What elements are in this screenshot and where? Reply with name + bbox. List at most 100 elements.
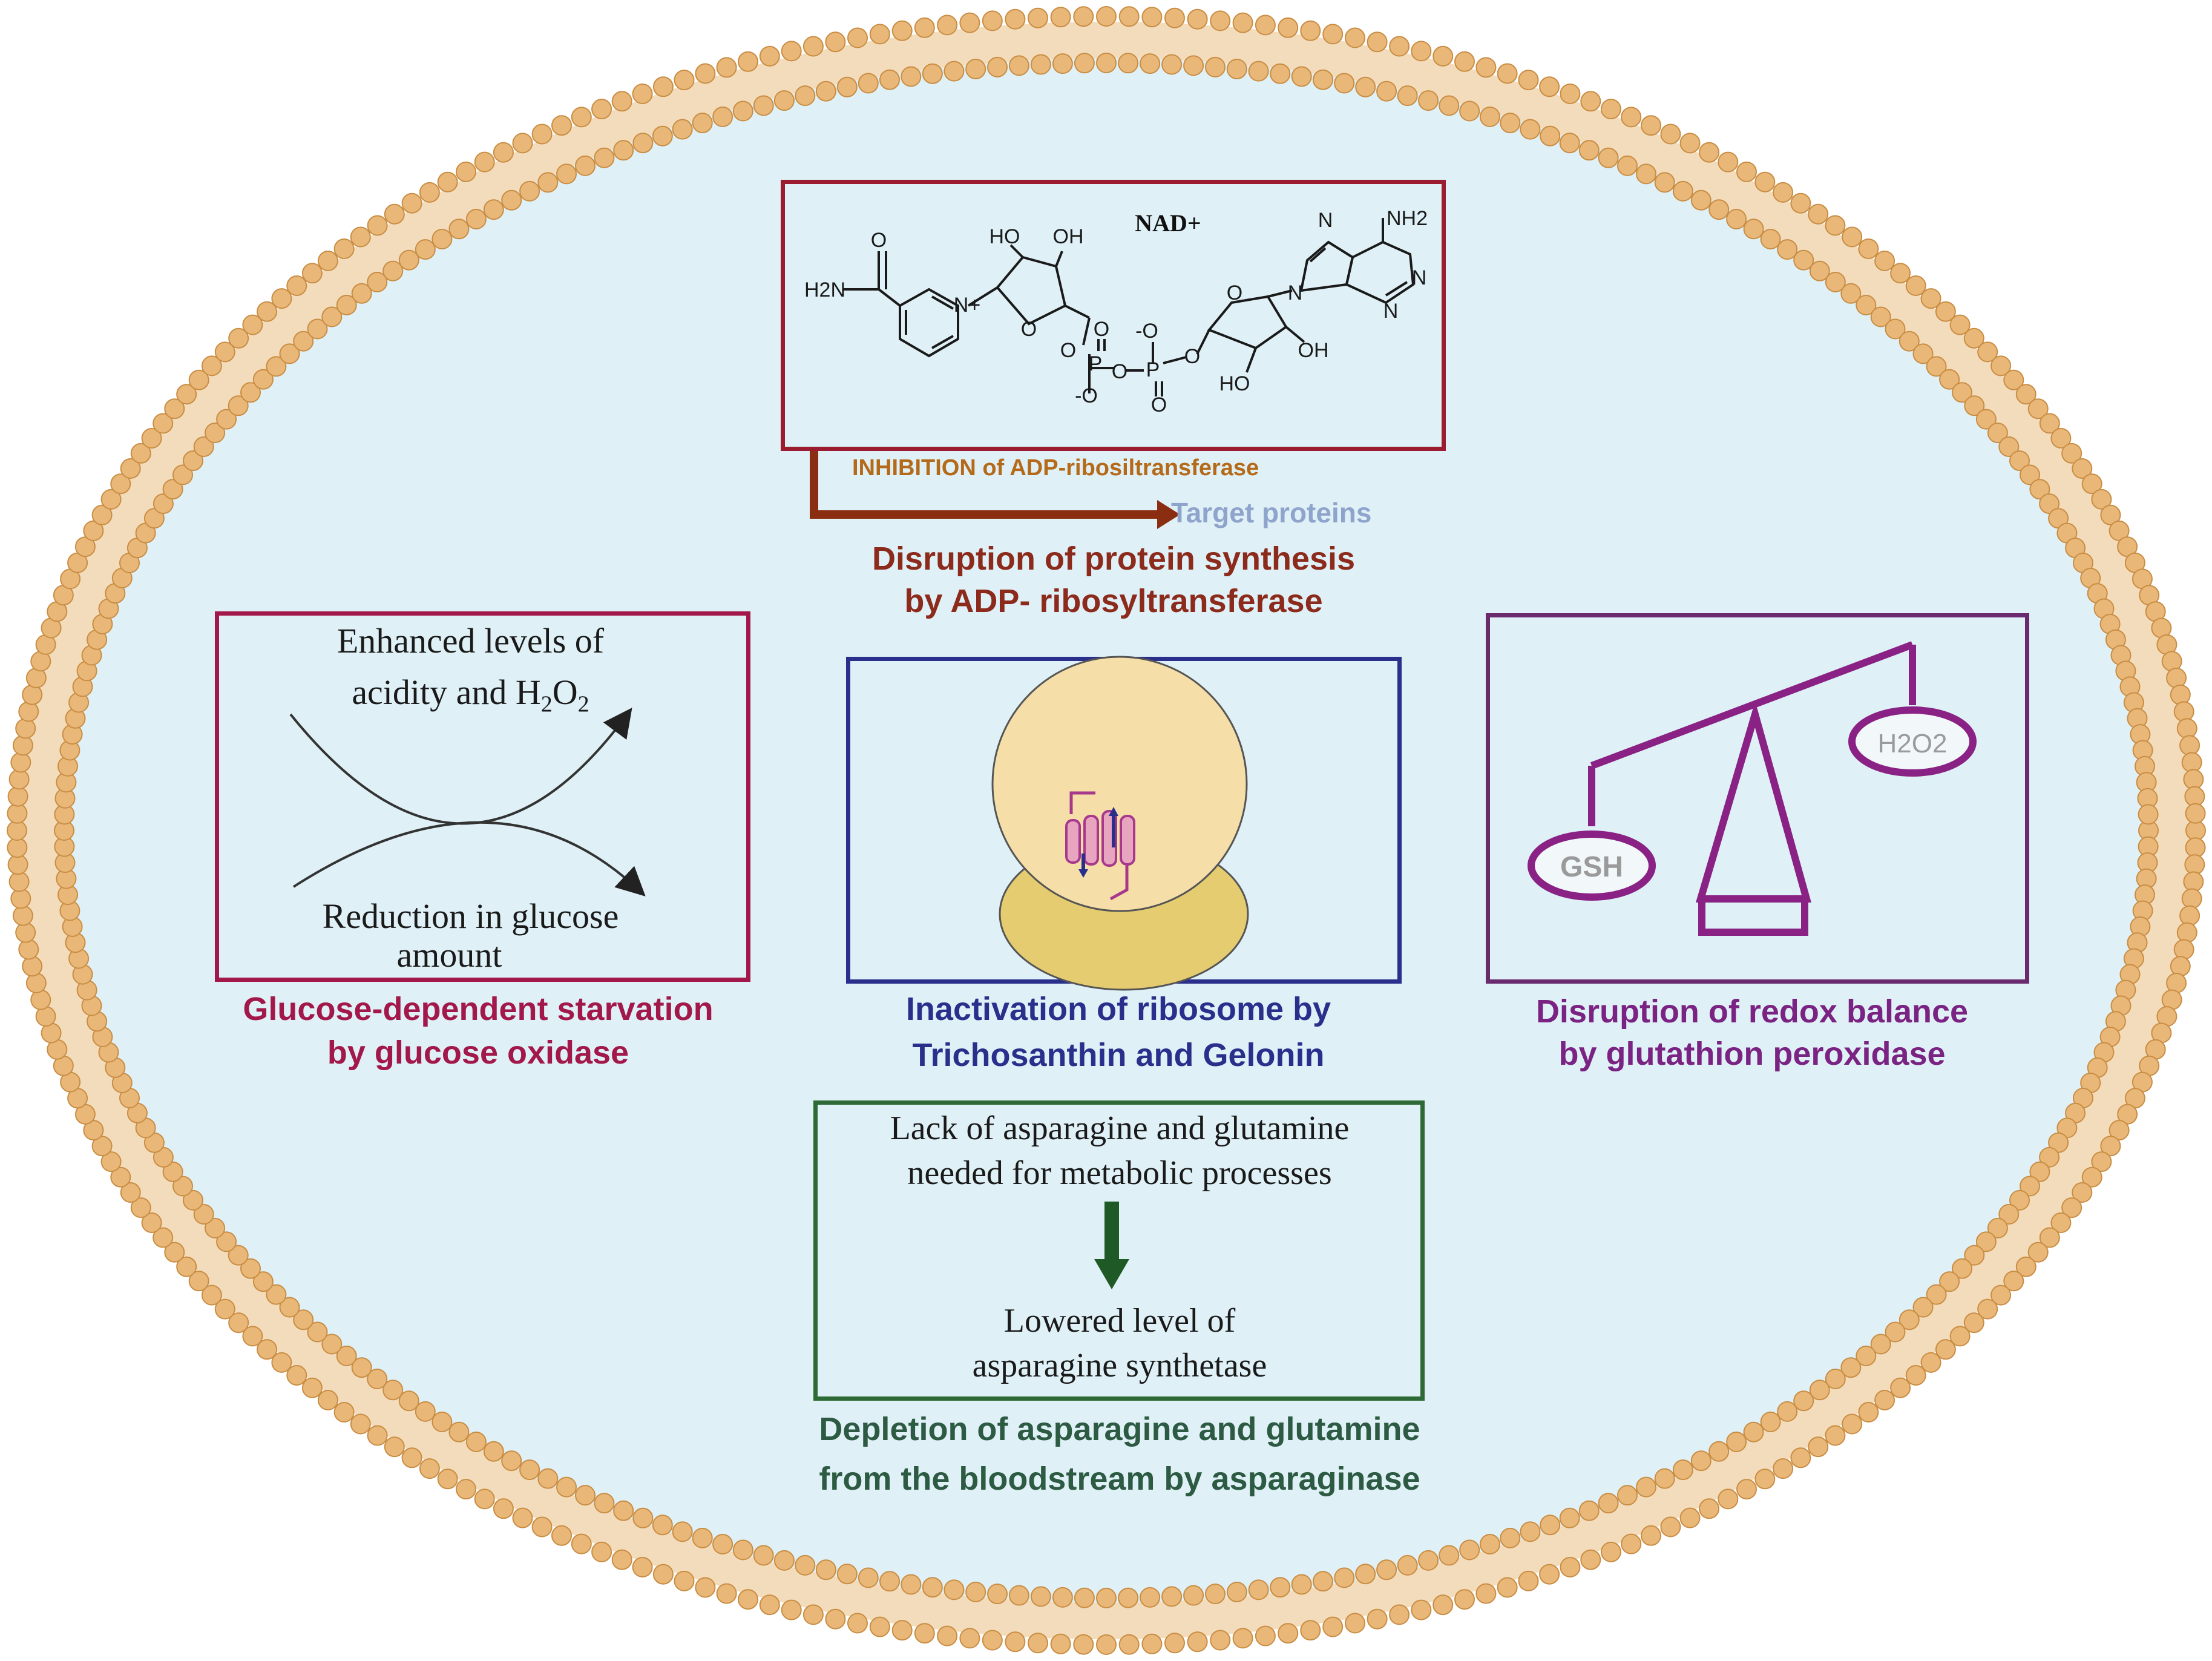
membrane-lipid-head <box>1005 8 1026 30</box>
membrane-lipid-head <box>2138 804 2159 825</box>
membrane-lipid-head <box>613 1500 634 1521</box>
membrane-lipid-head <box>1291 1574 1312 1595</box>
membrane-lipid-head <box>1030 1586 1051 1607</box>
membrane-lipid-head <box>1205 56 1226 77</box>
membrane-lipid-head <box>944 61 965 82</box>
membrane-lipid-head <box>632 1557 653 1577</box>
membrane-lipid-head <box>1367 31 1388 53</box>
asparaginase-caption-line2: from the bloodstream by asparaginase <box>819 1461 1420 1497</box>
membrane-lipid-head <box>1210 10 1231 31</box>
membrane-lipid-head <box>2081 1166 2102 1188</box>
membrane-lipid-head <box>1858 1402 1879 1423</box>
membrane-lipid-head <box>1743 1421 1764 1442</box>
membrane-lipid-head <box>1963 1312 1984 1334</box>
membrane-lipid-head <box>1161 54 1183 75</box>
membrane-lipid-head <box>891 1620 913 1641</box>
membrane-lipid-head <box>1539 1564 1560 1585</box>
membrane-lipid-head <box>141 1212 162 1233</box>
glucose-bottom-line1: Reduction in glucose <box>322 896 619 936</box>
membrane-lipid-head <box>858 1567 879 1588</box>
membrane-lipid-head <box>1270 1577 1291 1598</box>
membrane-lipid-head <box>695 1577 716 1598</box>
membrane-lipid-head <box>1073 6 1094 27</box>
membrane-lipid-head <box>1793 249 1814 271</box>
membrane-lipid-head <box>2166 668 2187 688</box>
ribosome-caption-line2: Trichosanthin and Gelonin <box>912 1037 1325 1073</box>
membrane-lipid-head <box>1939 369 1960 390</box>
membrane-lipid-head <box>2029 1161 2050 1182</box>
membrane-lipid-head <box>1074 53 1095 74</box>
membrane-lipid-head <box>773 1550 795 1571</box>
membrane-lipid-head <box>1870 306 1891 327</box>
membrane-lipid-head <box>1248 61 1269 82</box>
membrane-lipid-head <box>1210 1630 1231 1651</box>
glucose-top-line2-wrap: acidity and H2O2 <box>275 672 666 718</box>
membrane-lipid-head <box>1096 1634 1117 1655</box>
membrane-lipid-head <box>1248 1579 1269 1600</box>
membrane-lipid-head <box>531 123 553 145</box>
membrane-lipid-head <box>1497 63 1518 84</box>
membrane-lipid-head <box>1699 142 1720 163</box>
membrane-lipid-head <box>1118 1634 1140 1655</box>
membrane-lipid-head <box>448 219 470 240</box>
membrane-lipid-head <box>415 239 436 260</box>
membrane-lipid-head <box>901 1574 922 1595</box>
membrane-lipid-head <box>1520 119 1541 140</box>
membrane-lipid-head <box>1345 27 1365 48</box>
membrane-lipid-head <box>1073 1634 1094 1655</box>
membrane-lipid-head <box>193 1204 214 1225</box>
membrane-lipid-head <box>1580 1549 1601 1570</box>
membrane-lipid-head <box>1808 1436 1829 1458</box>
membrane-lipid-head <box>1226 59 1247 79</box>
membrane-lipid-head <box>1050 1633 1071 1654</box>
membrane-lipid-head <box>982 1630 1003 1651</box>
membrane-lipid-head <box>216 1231 237 1252</box>
membrane-lipid-head <box>1905 1365 1926 1386</box>
membrane-lipid-head <box>1376 81 1397 102</box>
membrane-lipid-head <box>228 1312 249 1334</box>
membrane-lipid-head <box>1743 219 1764 240</box>
membrane-lipid-head <box>22 684 43 705</box>
membrane-lipid-head <box>1825 1425 1846 1446</box>
membrane-lipid-head <box>1345 1613 1365 1634</box>
membrane-lipid-head <box>2173 939 2194 960</box>
membrane-lipid-head <box>815 81 836 102</box>
membrane-lipid-head <box>692 1527 713 1548</box>
membrane-lipid-head <box>15 718 36 739</box>
membrane-lipid-head <box>257 1339 278 1360</box>
membrane-lipid-head <box>716 1583 737 1604</box>
membrane-lipid-head <box>15 922 36 943</box>
membrane-lipid-head <box>795 85 816 107</box>
membrane-lipid-head <box>286 1365 307 1386</box>
membrane-lipid-head <box>1963 327 1984 349</box>
membrane-lipid-head <box>205 423 226 444</box>
membrane-lipid-head <box>1559 133 1580 154</box>
membrane-lipid-head <box>271 288 292 309</box>
membrane-lipid-head <box>1322 1616 1344 1637</box>
membrane-lipid-head <box>1654 172 1675 193</box>
membrane-lipid-head <box>7 837 28 858</box>
membrane-lipid-head <box>398 249 419 271</box>
membrane-lipid-head <box>1790 192 1811 214</box>
membrane-lipid-head <box>448 1421 470 1442</box>
membrane-lipid-head <box>22 956 43 977</box>
membrane-lipid-head <box>1964 395 1985 416</box>
membrane-lipid-head <box>384 1436 405 1458</box>
membrane-lipid-head <box>367 1369 388 1389</box>
membrane-lipid-head <box>632 133 654 154</box>
glucose-caption-line2: by glucose oxidase <box>327 1034 629 1071</box>
membrane-lipid-head <box>1278 1623 1299 1644</box>
membrane-lipid-head <box>922 1577 943 1598</box>
membrane-lipid-head <box>437 1469 458 1490</box>
membrane-lipid-head <box>965 59 986 79</box>
membrane-lipid-head <box>240 382 261 403</box>
membrane-lipid-head <box>1885 318 1906 340</box>
membrane-lipid-head <box>2181 752 2202 773</box>
membrane-lipid-head <box>501 1450 522 1472</box>
redox-caption-line2: by glutathion peroxidase <box>1558 1036 1946 1072</box>
membrane-lipid-head <box>1641 115 1661 136</box>
membrane-lipid-head <box>1920 1352 1941 1373</box>
redox-panel-box <box>1486 613 2029 984</box>
membrane-lipid-head <box>2179 735 2201 756</box>
membrane-lipid-head <box>2029 479 2050 500</box>
